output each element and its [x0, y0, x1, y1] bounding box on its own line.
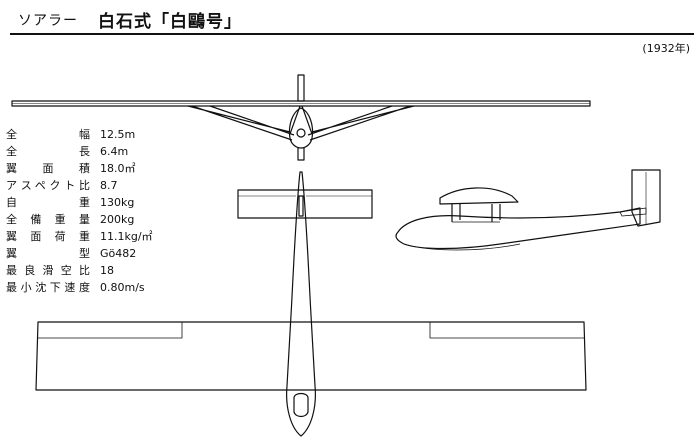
spec-value: Gö482 — [100, 247, 137, 260]
spec-row: 翼面積 18.0㎡ — [6, 160, 186, 177]
top-view-cockpit — [293, 392, 309, 418]
side-view-fuselage — [395, 207, 641, 250]
spec-row: 最小沈下速度 0.80m/s — [6, 279, 186, 296]
spec-label: 翼型 — [6, 247, 90, 260]
spec-value: 200kg — [100, 213, 135, 226]
spec-value: 18.0㎡ — [100, 162, 136, 175]
year-label: (1932年) — [642, 42, 690, 55]
top-view-wing — [35, 321, 587, 391]
spec-label: 翼面荷重 — [6, 230, 90, 243]
top-view-fin — [298, 195, 304, 217]
front-view-nose — [296, 128, 306, 138]
front-view-fuselage — [288, 107, 314, 149]
spec-label: 翼面積 — [6, 162, 90, 175]
side-view-skid — [403, 243, 521, 251]
front-view — [11, 74, 591, 161]
spec-row: 翼型 Gö482 — [6, 245, 186, 262]
spec-row: 全備重量 200kg — [6, 211, 186, 228]
spec-table: 全幅 12.5m 全長 6.4m 翼面積 18.0㎡ アスペクト比 8.7 自重 130k… — [6, 126, 186, 296]
spec-label: 最小沈下速度 — [6, 281, 90, 294]
spec-row: 翼面荷重 11.1kg/㎡ — [6, 228, 186, 245]
spec-row: 最良滑空比 18 — [6, 262, 186, 279]
page-header: ソアラー 白石式「白鷗号」 — [10, 6, 694, 35]
top-view-fuselage — [286, 171, 316, 437]
front-view-wing — [11, 100, 591, 107]
front-view-skid — [297, 148, 305, 161]
spec-row: アスペクト比 8.7 — [6, 177, 186, 194]
side-view-pylon — [451, 204, 501, 222]
spec-value: 6.4m — [100, 145, 129, 158]
spec-label: 全幅 — [6, 128, 90, 141]
side-view-tailplane — [619, 207, 647, 217]
spec-value: 11.1kg/㎡ — [100, 230, 153, 243]
spec-label: 全備重量 — [6, 213, 90, 226]
top-view-tailplane — [237, 189, 373, 219]
spec-row: 全幅 12.5m — [6, 126, 186, 143]
side-view — [395, 169, 661, 251]
spec-label: 最良滑空比 — [6, 264, 90, 277]
spec-label: 自重 — [6, 196, 90, 209]
aircraft-category: ソアラー — [18, 13, 78, 29]
spec-value: 0.80m/s — [100, 281, 145, 294]
top-view-ailerons — [38, 322, 584, 339]
front-view-fin — [297, 74, 305, 102]
spec-value: 8.7 — [100, 179, 118, 192]
aircraft-title: 白石式「白鷗号」 — [98, 12, 242, 32]
side-view-fin — [631, 169, 661, 227]
spec-value: 12.5m — [100, 128, 136, 141]
side-view-wing — [439, 187, 519, 205]
front-view-struts — [187, 105, 415, 141]
spec-label: アスペクト比 — [6, 179, 90, 192]
spec-value: 18 — [100, 264, 114, 277]
top-view — [35, 171, 587, 437]
spec-value: 130kg — [100, 196, 135, 209]
spec-row: 自重 130kg — [6, 194, 186, 211]
spec-label: 全長 — [6, 145, 90, 158]
header-rule — [10, 33, 694, 35]
spec-row: 全長 6.4m — [6, 143, 186, 160]
